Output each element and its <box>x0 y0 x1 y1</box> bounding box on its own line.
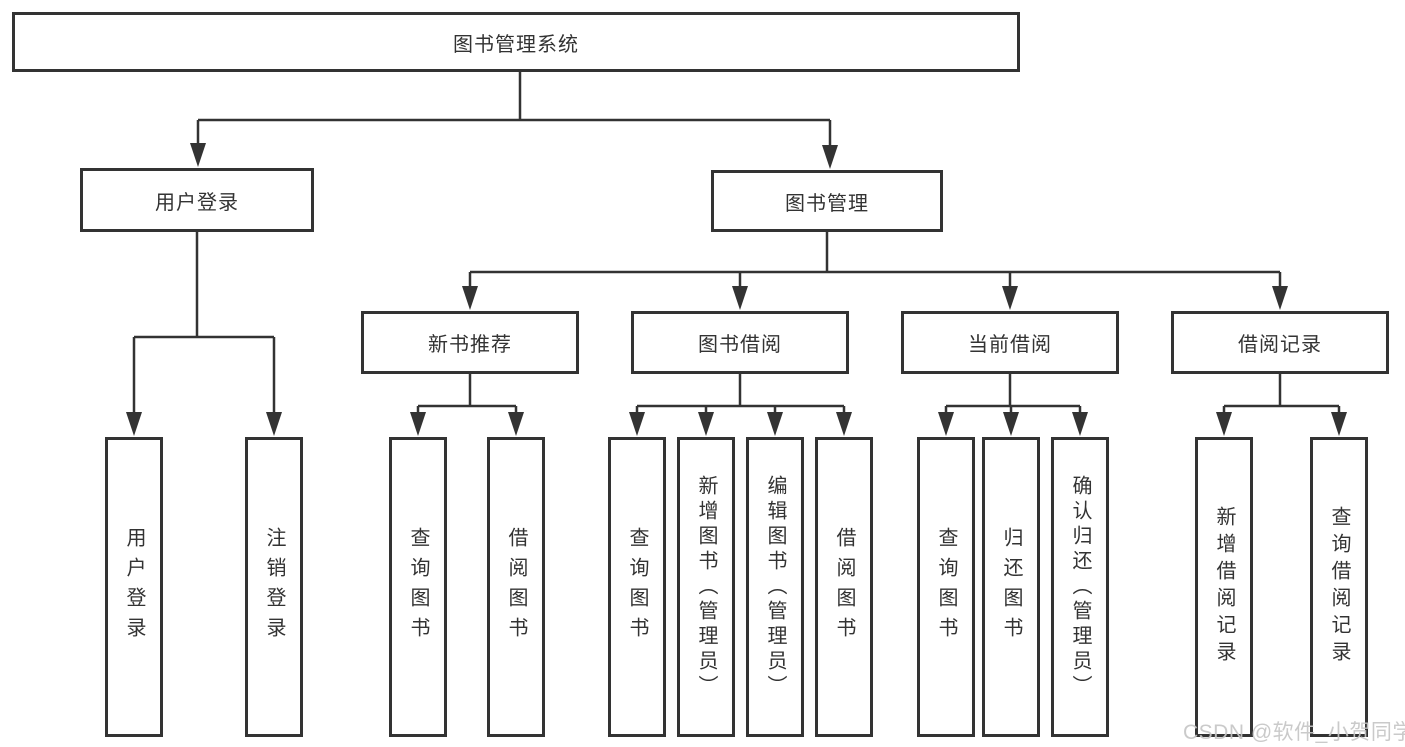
node-add-book-admin: 新增图书（管理员） <box>677 437 735 737</box>
node-borrow-books-borrow-label: 借阅图书 <box>833 527 855 647</box>
node-query-books-newbook-label: 查询图书 <box>407 527 429 647</box>
node-logout-action: 注销登录 <box>245 437 303 737</box>
node-user-login: 用户登录 <box>80 168 314 232</box>
node-return-books-label: 归还图书 <box>1000 527 1022 647</box>
node-confirm-return-admin-label: 确认归还（管理员） <box>1069 474 1091 700</box>
node-query-books-current: 查询图书 <box>917 437 975 737</box>
node-edit-book-admin-label: 编辑图书（管理员） <box>764 474 786 700</box>
node-add-borrow-record-label: 新增借阅记录 <box>1213 506 1235 668</box>
node-add-book-admin-label: 新增图书（管理员） <box>695 474 717 700</box>
node-root-label: 图书管理系统 <box>453 33 579 56</box>
node-user-login-label: 用户登录 <box>155 191 239 214</box>
node-edit-book-admin: 编辑图书（管理员） <box>746 437 804 737</box>
node-query-borrow-record-label: 查询借阅记录 <box>1328 506 1350 668</box>
node-borrow-books-borrow: 借阅图书 <box>815 437 873 737</box>
node-borrow-records-label: 借阅记录 <box>1238 334 1322 356</box>
csdn-watermark: CSDN @软件_小贺同学 <box>1183 721 1405 744</box>
node-borrow-books-newbook: 借阅图书 <box>487 437 545 737</box>
node-confirm-return-admin: 确认归还（管理员） <box>1051 437 1109 737</box>
node-book-borrow-label: 图书借阅 <box>698 334 782 356</box>
node-user-login-action-label: 用户登录 <box>123 527 145 647</box>
node-new-book-recommend: 新书推荐 <box>361 311 579 374</box>
node-borrow-records: 借阅记录 <box>1171 311 1389 374</box>
node-book-borrow: 图书借阅 <box>631 311 849 374</box>
node-borrow-books-newbook-label: 借阅图书 <box>505 527 527 647</box>
node-root-system: 图书管理系统 <box>12 12 1020 72</box>
node-query-books-current-label: 查询图书 <box>935 527 957 647</box>
node-book-management: 图书管理 <box>711 170 943 232</box>
node-logout-action-label: 注销登录 <box>263 527 285 647</box>
node-new-book-recommend-label: 新书推荐 <box>428 334 512 356</box>
node-user-login-action: 用户登录 <box>105 437 163 737</box>
node-return-books: 归还图书 <box>982 437 1040 737</box>
node-query-books-newbook: 查询图书 <box>389 437 447 737</box>
node-current-borrow-label: 当前借阅 <box>968 334 1052 356</box>
node-add-borrow-record: 新增借阅记录 <box>1195 437 1253 737</box>
node-current-borrow: 当前借阅 <box>901 311 1119 374</box>
node-query-books-borrow-label: 查询图书 <box>626 527 648 647</box>
node-book-management-label: 图书管理 <box>785 192 869 215</box>
node-query-books-borrow: 查询图书 <box>608 437 666 737</box>
node-query-borrow-record: 查询借阅记录 <box>1310 437 1368 737</box>
